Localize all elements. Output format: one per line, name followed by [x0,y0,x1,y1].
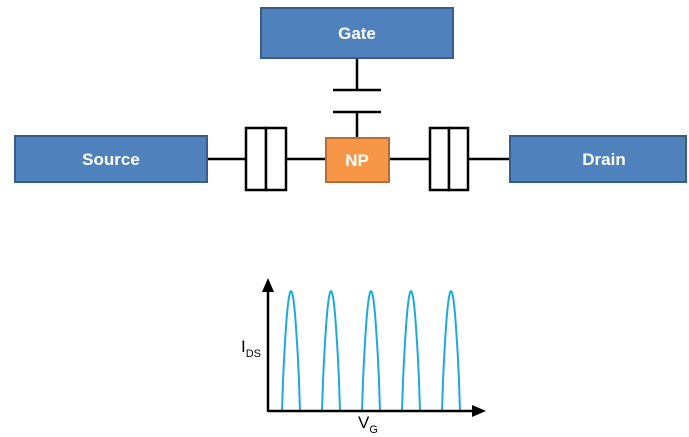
gate-box [260,7,454,59]
tunnel-junction-left-capacitor [244,126,268,192]
source-electrode: Source [14,135,208,183]
x-axis-label-main: V [358,413,370,432]
np-box [325,137,390,183]
tunnel-junction-left-resistor [264,126,288,192]
x-axis-label-sub: G [369,424,378,436]
gate-label: Gate [338,24,376,43]
circuit-wires [207,58,510,161]
gate-electrode: Gate [260,7,454,59]
np-label: NP [345,151,369,170]
tunnel-junction-right [428,126,470,192]
nanoparticle: NP [325,137,390,183]
source-box [14,135,208,183]
peak-curve [279,290,468,412]
tunnel-junction-right-resistor [447,126,470,192]
source-label: Source [82,150,140,169]
drain-label: Drain [582,150,625,169]
x-axis-label: VG [358,413,378,436]
y-axis-label-sub: DS [246,348,261,360]
tunnel-junction-left [244,126,288,192]
y-axis-label: IDS [241,337,261,360]
coulomb-oscillation-plot: IDS VG [241,278,486,436]
drain-box [509,135,687,183]
drain-electrode: Drain [509,135,687,183]
gate-capacitor [333,88,381,114]
y-axis-label-main: I [241,337,246,356]
x-axis-arrow-icon [472,405,486,417]
tunnel-junction-right-capacitor [428,126,451,192]
y-axis-arrow-icon [262,278,274,292]
